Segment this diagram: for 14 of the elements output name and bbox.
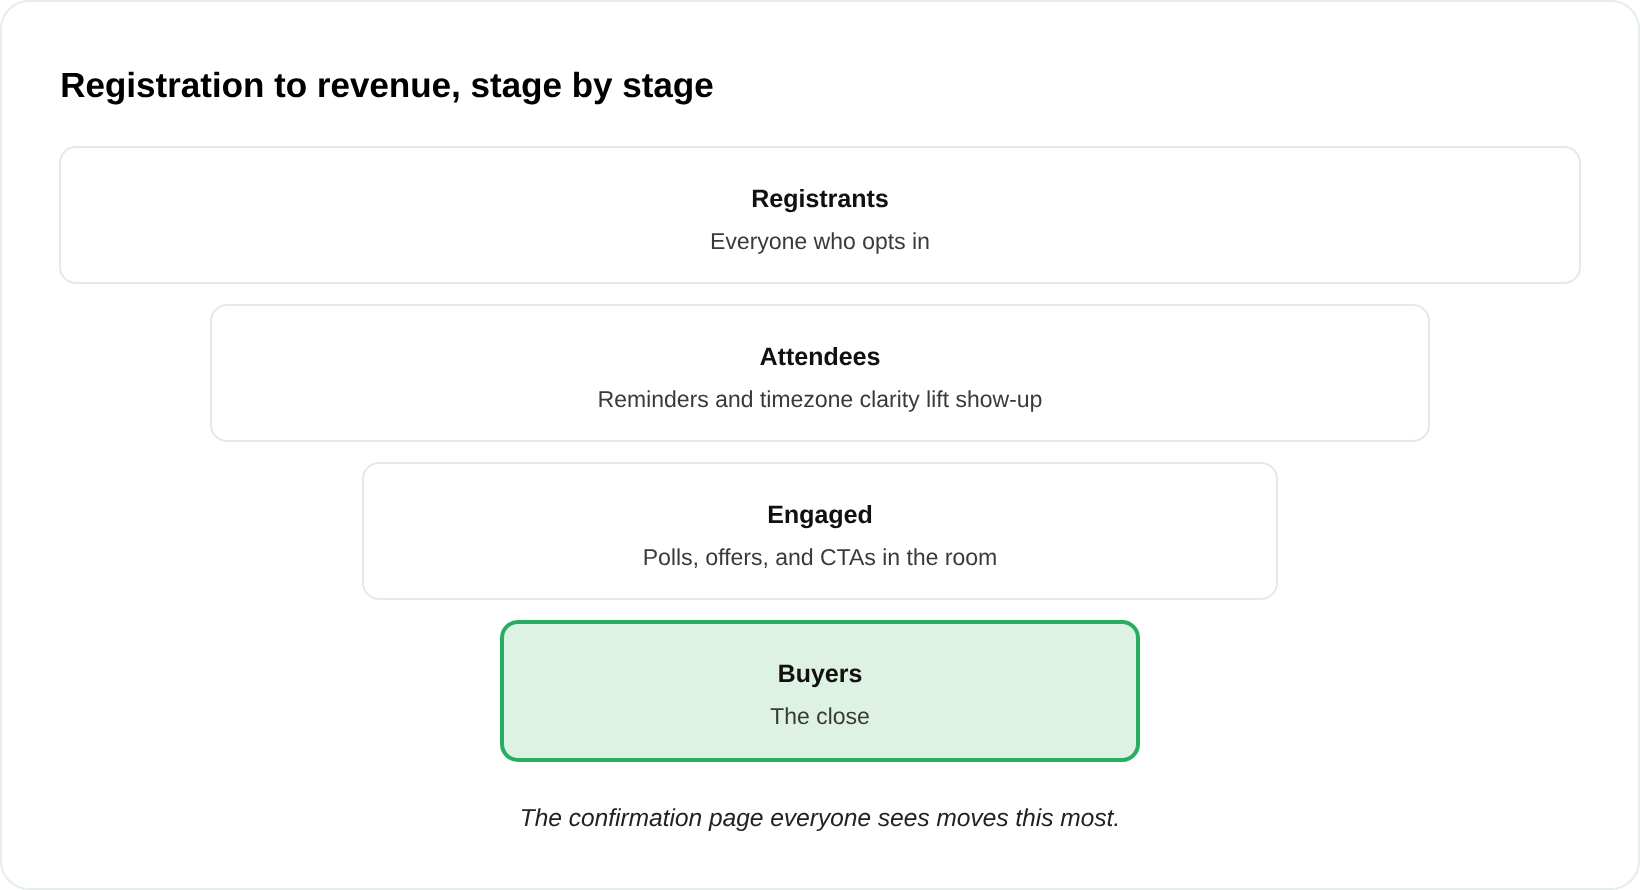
- stage-title: Registrants: [752, 188, 888, 213]
- title: Registration to revenue, stage by stage: [62, 71, 713, 105]
- stage-box: [59, 146, 1581, 284]
- stage-box: [500, 620, 1140, 762]
- stage-description: Reminders and timezone clarity lift show-up: [599, 390, 1042, 412]
- stage-title: Engaged: [768, 504, 872, 529]
- stage-box: [362, 462, 1278, 600]
- stage-box: [210, 304, 1430, 442]
- caption: The confirmation page everyone sees moves this most.: [521, 808, 1118, 832]
- stage-title: Attendees: [760, 346, 880, 366]
- stage-description: The close: [770, 707, 869, 725]
- stage-description: Polls, offers, and CTAs in the room: [644, 548, 996, 568]
- stage-title: Buyers: [779, 664, 862, 688]
- stage-description: Everyone who opts in: [711, 232, 929, 254]
